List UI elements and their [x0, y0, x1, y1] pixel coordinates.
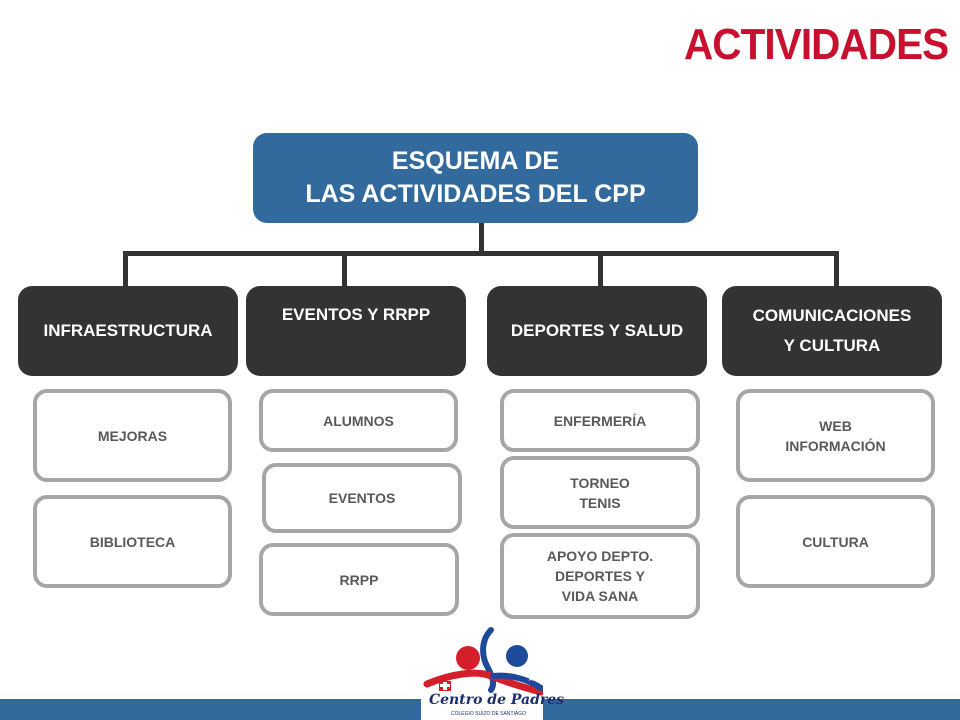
root-node: ESQUEMA DE LAS ACTIVIDADES DEL CPP [253, 133, 698, 223]
connector-comunicaciones [834, 251, 839, 288]
subitem-torneo-tenis: TORNEO TENIS [500, 456, 700, 529]
connector-root-stem [479, 223, 484, 255]
category-label-line2: Y CULTURA [783, 336, 881, 355]
centro-de-padres-logo: ★ Centro de Padres COLEGIO SUIZO DE SANT… [421, 626, 564, 720]
subitem-cultura: CULTURA [736, 495, 935, 588]
root-label-line2: LAS ACTIVIDADES DEL CPP [305, 180, 646, 208]
subitem-web-informacion: WEB INFORMACIÓN [736, 389, 935, 482]
logo-figures-icon: ★ [423, 627, 545, 696]
subitem-apoyo-deportes: APOYO DEPTO. DEPORTES Y VIDA SANA [500, 533, 700, 619]
page-title: ACTIVIDADES [683, 20, 949, 69]
connector-eventos [342, 251, 347, 288]
root-label-line1: ESQUEMA DE [391, 147, 560, 175]
category-label: EVENTOS Y RRPP [281, 305, 431, 324]
category-deportes-salud: DEPORTES Y SALUD [487, 286, 707, 376]
logo-text: Centro de Padres [429, 692, 565, 708]
subitem-eventos: EVENTOS [262, 463, 462, 533]
subitem-rrpp: RRPP [259, 543, 459, 616]
category-comunicaciones-cultura: COMUNICACIONES Y CULTURA [722, 286, 942, 376]
category-infraestructura: INFRAESTRUCTURA [18, 286, 238, 376]
category-eventos-rrpp: EVENTOS Y RRPP [246, 286, 466, 376]
subitem-biblioteca: BIBLIOTECA [33, 495, 232, 588]
svg-text:★: ★ [527, 674, 535, 684]
category-label-line1: COMUNICACIONES [752, 306, 912, 325]
logo-subtext: COLEGIO SUIZO DE SANTIAGO [451, 711, 527, 717]
connector-infraestructura [123, 251, 128, 288]
connector-deportes [598, 251, 603, 288]
subitem-enfermeria: ENFERMERÍA [500, 389, 700, 452]
subitem-alumnos: ALUMNOS [259, 389, 458, 452]
category-label: INFRAESTRUCTURA [43, 321, 213, 340]
connector-horizontal [123, 251, 839, 256]
category-label: DEPORTES Y SALUD [510, 321, 684, 340]
subitem-mejoras: MEJORAS [33, 389, 232, 482]
